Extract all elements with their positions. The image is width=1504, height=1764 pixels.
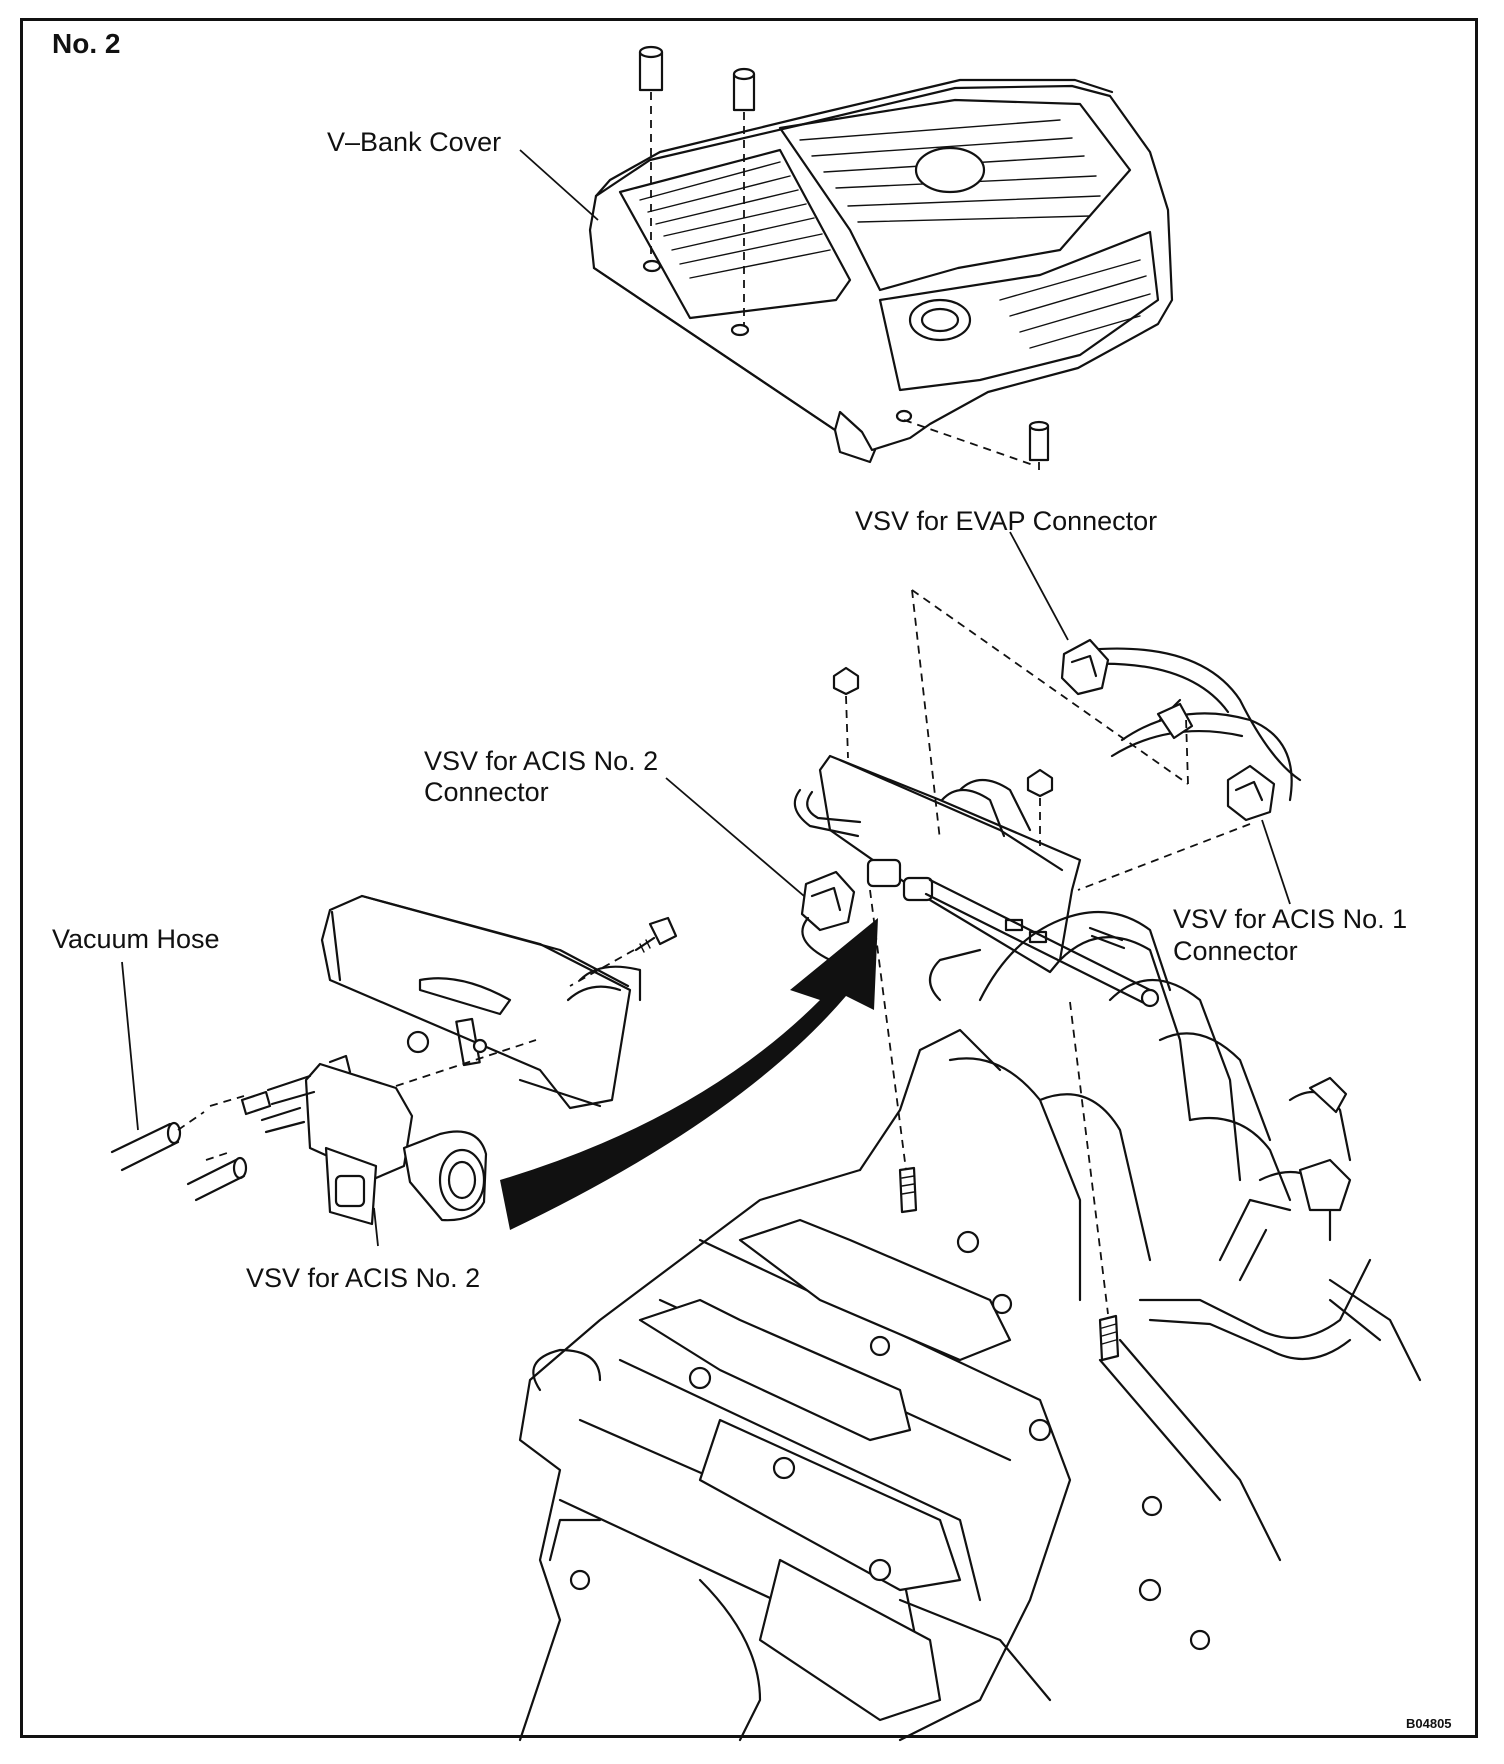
- figure-title: No. 2: [52, 28, 121, 59]
- wire-harness: [1084, 647, 1302, 802]
- vsv-acis1-connector-label-line1: VSV for ACIS No. 1: [1173, 904, 1408, 934]
- vsv-bracket-plate: [320, 894, 642, 1110]
- engine-block-drawing: [518, 910, 1422, 1742]
- v-bank-cover-drawing: [588, 78, 1174, 464]
- vsv-acis2-drawing: [240, 1054, 488, 1226]
- nuts: [832, 666, 1054, 798]
- vsv-bracket-assembly: [793, 754, 1160, 1008]
- vsv-acis1-connector-label-line2: Connector: [1173, 936, 1298, 966]
- vsv-evap-connector-label: VSV for EVAP Connector: [855, 506, 1158, 536]
- figure-frame: [20, 18, 1478, 1738]
- vsv-acis1-connector-drawing: [1226, 764, 1276, 822]
- vsv-acis2-connector-label-line2: Connector: [424, 777, 549, 807]
- vacuum-hose-label: Vacuum Hose: [52, 924, 220, 954]
- vsv-acis2-connector-label-line1: VSV for ACIS No. 2: [424, 746, 659, 776]
- vsv-evap-connector-drawing: [1060, 638, 1110, 696]
- bolt: [634, 916, 678, 953]
- grommets: [638, 45, 1050, 462]
- arrow-to-manifold-upper: [500, 918, 878, 1230]
- vsv-acis2-connector-drawing: [800, 870, 856, 962]
- figure-code: B04805: [1406, 1716, 1452, 1731]
- vsv-acis2-label: VSV for ACIS No. 2: [246, 1263, 481, 1293]
- v-bank-cover-label: V–Bank Cover: [327, 127, 502, 157]
- small-connector: [1156, 702, 1194, 740]
- vacuum-hose-drawing: [110, 1121, 248, 1202]
